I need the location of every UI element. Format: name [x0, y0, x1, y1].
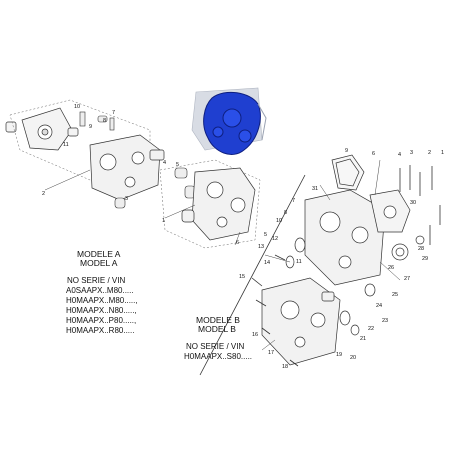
- callout-a-10: 10: [74, 104, 81, 110]
- model-a-serial-label: NO SERIE / VIN: [67, 276, 126, 285]
- callout-b-15: 15: [239, 274, 246, 280]
- callout-b-4: 4: [398, 152, 402, 158]
- callout-b-22: 22: [368, 326, 375, 332]
- callout-b-13: 13: [258, 244, 265, 250]
- callout-b-16: 16: [252, 332, 259, 338]
- callout-a-5: 5: [176, 162, 180, 168]
- model-a-assembly-outline-1: [9, 99, 151, 181]
- model-a-serial-4: H0MAAPX..P80.....,: [66, 316, 137, 325]
- callout-b-19: 19: [336, 352, 343, 358]
- callout-b-1: 1: [441, 150, 445, 156]
- callout-b-21: 21: [360, 336, 367, 342]
- callout-b-12: 12: [272, 236, 279, 242]
- callout-b-6: 6: [372, 151, 376, 157]
- model-a-title-en: MODEL A: [80, 258, 118, 268]
- callout-b-29: 29: [422, 256, 429, 262]
- callout-b-14: 14: [264, 260, 271, 266]
- callout-b-30: 30: [410, 200, 417, 206]
- model-a-serial-2: H0MAAPX..M80.....,: [66, 296, 138, 305]
- model-a-serial-5: H0MAAPX..R80.....: [66, 326, 135, 335]
- callout-b-2: 2: [428, 150, 432, 156]
- model-a-crankcase-half-2: [181, 167, 256, 241]
- model-a-small-parts: [79, 111, 196, 209]
- callout-b-18: 18: [282, 364, 289, 370]
- model-b-serial-label: NO SERIE / VIN: [186, 342, 245, 351]
- callout-b-10: 10: [276, 218, 283, 224]
- model-b-studs: [399, 165, 441, 245]
- model-b-small-bolts: [251, 254, 299, 367]
- callout-b-11: 11: [296, 259, 302, 265]
- model-b-gasket: [331, 154, 365, 191]
- callout-b-31: 31: [312, 186, 319, 192]
- section-divider: [199, 174, 306, 376]
- callout-b-20: 20: [350, 355, 357, 361]
- callout-a-3: 3: [125, 196, 129, 202]
- model-a-serial-3: H0MAAPX..N80.....,: [66, 306, 137, 315]
- callout-b-27: 27: [404, 276, 411, 282]
- callout-a-8: 8: [103, 118, 107, 124]
- model-a-crankcase-half-1: [89, 134, 165, 201]
- callout-b-26: 26: [388, 265, 395, 271]
- callout-a-2: 2: [42, 191, 46, 197]
- callout-b-28: 28: [418, 246, 425, 252]
- callout-a-7: 7: [112, 110, 116, 116]
- callout-b-9: 9: [345, 148, 349, 154]
- model-b-title-fr: MODELE B: [196, 315, 240, 325]
- callout-b-8: 8: [284, 210, 288, 216]
- model-a-assembly-outline-2: [159, 159, 261, 249]
- callout-a-9: 9: [89, 124, 93, 130]
- model-b-crankcase-half-2: [261, 277, 341, 366]
- model-a-title-fr: MODELE A: [77, 249, 121, 259]
- model-b-serial-1: H0MAAPX..S80.....: [184, 352, 253, 361]
- leader-lines: [44, 159, 401, 351]
- callout-a-4: 4: [163, 160, 167, 166]
- model-a-left-cover: [5, 107, 79, 151]
- highlighted-crankcase-thumbnail: [191, 87, 267, 155]
- callout-b-5: 5: [264, 232, 268, 238]
- callout-a-11: 11: [63, 142, 69, 148]
- model-b-seals: [285, 235, 425, 336]
- model-a-serial-1: A0SAAPX..M80.....: [66, 286, 134, 295]
- callout-b-24: 24: [376, 303, 383, 309]
- callout-b-17: 17: [268, 350, 275, 356]
- model-b-title-en: MODEL B: [198, 324, 236, 334]
- model-b-right-cover: [369, 189, 411, 233]
- callout-b-3: 3: [410, 150, 414, 156]
- callout-b-23: 23: [382, 318, 389, 324]
- callout-b-7: 7: [292, 198, 296, 204]
- callout-a-6: 6: [236, 240, 240, 246]
- callout-b-25: 25: [392, 292, 399, 298]
- callout-a-1: 1: [162, 218, 166, 224]
- model-b-crankcase-half-1: [304, 189, 386, 286]
